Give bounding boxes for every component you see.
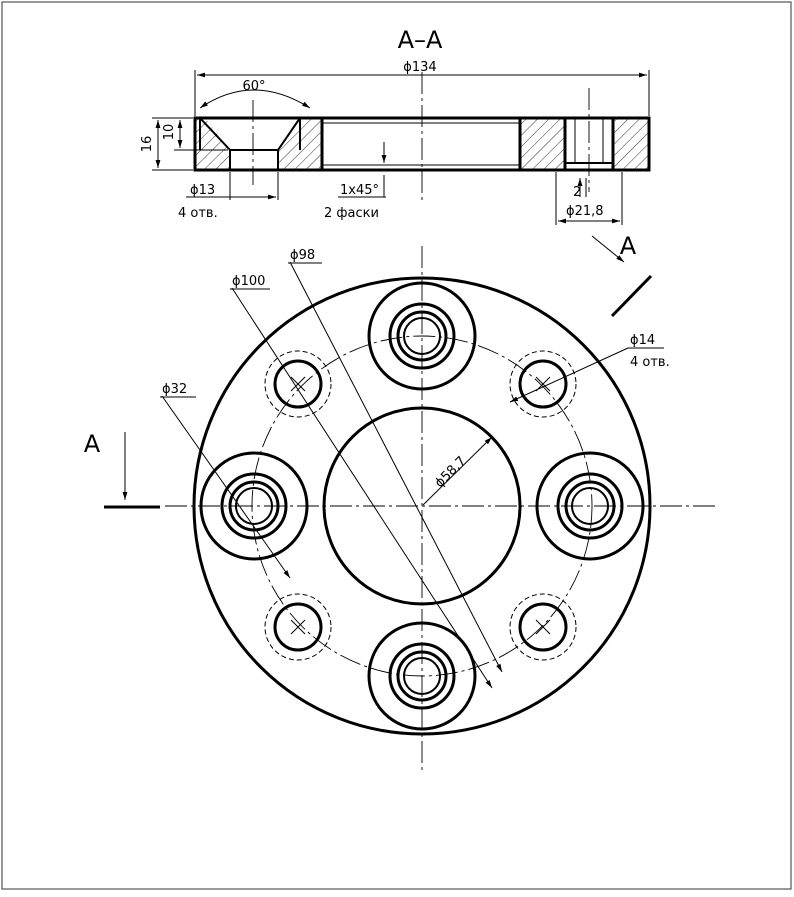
hole-lower-right — [509, 593, 577, 661]
dim-height-10: 10 — [162, 124, 177, 141]
section-view: A–A ϕ134 60° — [140, 26, 653, 318]
dim-pcd-98: ϕ98 — [290, 248, 315, 263]
dim-chamfer-count: 2 фаски — [324, 206, 379, 221]
dim-hole-14-count: 4 отв. — [630, 355, 670, 370]
boss-left — [199, 451, 309, 561]
dim-outer-diameter: ϕ134 — [403, 60, 436, 75]
boss-right — [535, 451, 645, 561]
section-marker-left: A — [84, 430, 101, 458]
dim-center-bore: ϕ58,7 — [432, 454, 469, 491]
boss-bottom — [367, 621, 477, 731]
dim-countersink-angle: 60° — [242, 79, 265, 94]
dim-hole-14: ϕ14 — [630, 333, 655, 348]
leader-14 — [509, 347, 629, 403]
right-hatch-a — [520, 118, 565, 170]
leader-98 — [289, 261, 503, 673]
leader-100 — [231, 287, 493, 689]
leader-58 — [422, 436, 493, 506]
left-hatch — [195, 118, 322, 170]
plan-view: ϕ98 ϕ100 ϕ32 ϕ14 4 отв. ϕ58,7 A — [84, 246, 715, 770]
hole-lower-left — [264, 593, 332, 661]
dim-pcd-100: ϕ100 — [232, 274, 265, 289]
hole-upper-right — [509, 350, 577, 418]
dim-boss-32: ϕ32 — [162, 382, 187, 397]
dim-depth-2: 2 — [573, 185, 581, 200]
angle-arc — [199, 89, 311, 109]
dim-counterbore: ϕ21,8 — [566, 204, 604, 219]
boss-top — [367, 281, 477, 391]
pcd-circle — [251, 335, 593, 677]
center-bore-circle — [322, 406, 522, 606]
dim-hole-13-count: 4 отв. — [178, 206, 218, 221]
right-hatch-b — [613, 118, 649, 170]
cut-mark-right — [610, 274, 653, 318]
section-title: A–A — [398, 26, 443, 54]
leader-32 — [161, 395, 291, 579]
outer-flange-circle — [192, 276, 652, 736]
hole-upper-left — [264, 350, 332, 418]
section-marker-right: A — [620, 232, 637, 260]
dim-chamfer: 1x45° — [340, 183, 379, 198]
dim-hole-13: ϕ13 — [190, 183, 215, 198]
dim-height-16: 16 — [140, 136, 155, 153]
cut-arrow-right — [591, 235, 625, 263]
